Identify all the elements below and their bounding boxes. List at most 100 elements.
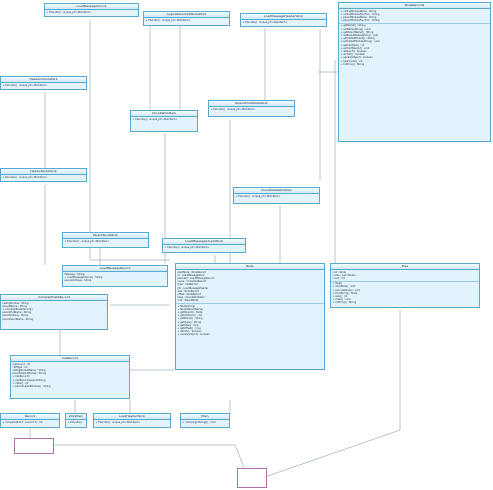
class-name: CallRecord <box>11 356 129 362</box>
class-load-header-work[interactable]: LoadHeaderWork + Execute() : unique_ptr<… <box>93 413 171 428</box>
member: parentName : String <box>2 304 27 308</box>
class-name: ParentNodeWork <box>63 233 148 239</box>
class-work-item[interactable]: WorkItem + Execute() <box>65 413 87 428</box>
class-members: + compare(first:T, second:T) : int <box>1 420 59 424</box>
class-chunk-data-work-item[interactable]: ChunkDataWorkItem + Execute() : unique_p… <box>233 187 320 204</box>
class-name: LoadMessageHeaderWork <box>241 14 326 20</box>
class-name: NodeRecords <box>339 3 490 9</box>
class-name: Tree <box>331 264 479 270</box>
member: + setName(String) : void <box>340 27 371 31</box>
class-compiled-data-record[interactable]: CompiledDataRecord callingModule : Strin… <box>0 294 108 330</box>
class-members: root : Node nodes : List<Node> count : i… <box>331 270 479 281</box>
class-name: Record <box>1 414 59 420</box>
member: + getCallType() : int <box>340 43 365 47</box>
member: + getName() : String <box>177 317 203 321</box>
class-members: + Execute() : unique_ptr<WorkItem> <box>241 20 326 24</box>
member: + isParent() : boolean <box>340 49 367 53</box>
member: + callingModuleName : String <box>340 9 377 13</box>
class-tree[interactable]: Tree root : Node nodes : List<Node> coun… <box>330 263 480 308</box>
member: + toString() : String <box>332 301 357 305</box>
member: + Tree() <box>332 282 343 286</box>
class-load-message-chunk-work[interactable]: LoadMessageChunkWork + Execute() : uniqu… <box>162 238 246 253</box>
class-name: LoadMessageRecord <box>63 266 167 272</box>
class-parent-node-work[interactable]: ParentNodeWork + Execute() : unique_ptr<… <box>62 232 149 248</box>
member: + Execute() : unique_ptr<WorkItem> <box>64 239 110 243</box>
member: parentFullName : String <box>2 311 31 315</box>
class-name: LoadHeaderWork <box>94 414 170 420</box>
class-members: + Execute() : unique_ptr<WorkItem> <box>45 10 138 14</box>
member: + Execute() : unique_ptr<WorkItem> <box>132 117 178 121</box>
member: + clear() : void <box>332 298 351 302</box>
member: + toString() : String <box>340 62 365 66</box>
class-members: callingModule : String parentName : Stri… <box>1 301 107 321</box>
member: + add(Node) : void <box>332 285 356 289</box>
member: parentCalledModule : String <box>12 372 46 376</box>
member: base : ChunkWorkItem <box>177 296 205 300</box>
member: + Execute() : unique_ptr<WorkItem> <box>95 420 141 424</box>
class-call-record[interactable]: CallRecord argsCount : int callType : in… <box>10 355 130 399</box>
class-main[interactable]: Main + main(args:String[]) : void <box>180 413 230 428</box>
member: type : CallRecord <box>177 283 198 287</box>
class-load-message-record[interactable]: LoadMessageRecord Message : String + Loa… <box>62 265 168 287</box>
member: parentCalling : String <box>2 314 28 318</box>
class-members: + Execute() : unique_ptr<WorkItem> <box>234 194 319 198</box>
class-name: CompiledDataRecord <box>1 295 107 301</box>
class-node-records[interactable]: NodeRecords + callingModuleName : String… <box>338 2 491 142</box>
member: + getCalledModule() : String <box>340 37 375 41</box>
member: ptr : LoadMessageHeader <box>177 286 209 290</box>
member: root : Node <box>332 270 346 274</box>
member: + getParent() : Node <box>177 310 203 314</box>
member: + setCallType(int) : void <box>340 46 370 50</box>
member: + Execute() : unique_ptr<WorkItem> <box>145 18 191 22</box>
class-parent-child-node-work[interactable]: ParentChildNodeWork + Execute() : unique… <box>208 100 295 117</box>
note-box <box>237 468 267 488</box>
member: argsCount : int <box>12 362 31 366</box>
class-members: + Execute() : unique_ptr<WorkItem> <box>163 245 245 249</box>
class-name: LogicalParentalsNodeWork <box>144 12 229 18</box>
class-header-node-work[interactable]: HeaderNodeWork + Execute() : unique_ptr<… <box>0 168 87 182</box>
member: callingModule : String <box>2 301 29 305</box>
member: + equals(Object) : boolean <box>340 56 373 60</box>
class-name: Node <box>176 264 324 270</box>
member: + compare(first:T, second:T) : int <box>2 420 43 424</box>
class-load-message-chunk[interactable]: LoadMessageChunk + Execute() : unique_pt… <box>44 3 139 17</box>
class-name: LoadMessageChunk <box>45 4 138 10</box>
edge <box>52 444 246 471</box>
class-logical-parentals-node-work[interactable]: LogicalParentalsNodeWork + Execute() : u… <box>143 11 230 26</box>
member: + CallRecord(parent:String) <box>12 378 46 382</box>
member: + Execute() : unique_ptr<WorkItem> <box>2 175 48 179</box>
class-operations: + Tree() + add(Node) : void + remove(Nod… <box>331 280 479 305</box>
class-members: + main(args:String[]) : void <box>181 420 229 424</box>
member: + main(args:String[]) : void <box>182 420 216 424</box>
class-name: HeaderChunkWork <box>1 77 86 83</box>
member: + Execute() : unique_ptr<WorkItem> <box>46 10 92 14</box>
member: + getChildren() : list <box>177 314 202 318</box>
member: + Node(ParentName) <box>177 307 204 311</box>
class-record[interactable]: Record + compare(first:T, second:T) : in… <box>0 413 60 428</box>
member: + callingModuleFunction : String <box>340 12 380 16</box>
member: callingModuleName : String <box>12 368 46 372</box>
class-node[interactable]: Node startNode : NodeRecord id : LoadMes… <box>175 263 325 370</box>
class-header-chunk-work[interactable]: HeaderChunkWork + Execute() : unique_ptr… <box>0 76 87 90</box>
class-members: + Execute() : unique_ptr<WorkItem> <box>1 175 86 179</box>
class-name: ChunkDataWorkItem <box>234 188 319 194</box>
note-box <box>14 438 54 454</box>
member: + equals(Object) : boolean <box>177 333 210 337</box>
member: + Execute() : unique_ptr<WorkItem> <box>242 20 288 24</box>
member: + Execute() : unique_ptr<WorkItem> <box>164 245 210 249</box>
member: parentSendName : String <box>2 317 33 321</box>
member: + CallRecord() <box>12 375 30 379</box>
class-operations: + getName() : String + setName(String) :… <box>339 22 490 67</box>
class-load-message-header-work[interactable]: LoadMessageHeaderWork + Execute() : uniq… <box>240 13 327 27</box>
member: + remove(Node) : void <box>332 288 360 292</box>
member: + parentCalledModule() : String <box>12 384 51 388</box>
class-members: argsCount : int callType : int callingMo… <box>11 362 129 389</box>
member: + getParentName() : String <box>340 30 374 34</box>
class-chunk-work-item[interactable]: ChunkWorkItem + Execute() : unique_ptr<W… <box>130 110 198 132</box>
class-members: + Execute() : unique_ptr<WorkItem> <box>209 107 294 111</box>
class-members: startNode : NodeRecord id : LoadMessageW… <box>176 270 324 303</box>
class-members: + Execute() : unique_ptr<WorkItem> <box>94 420 170 424</box>
member: callType : int <box>12 365 28 369</box>
member: + size() : int <box>332 294 348 298</box>
